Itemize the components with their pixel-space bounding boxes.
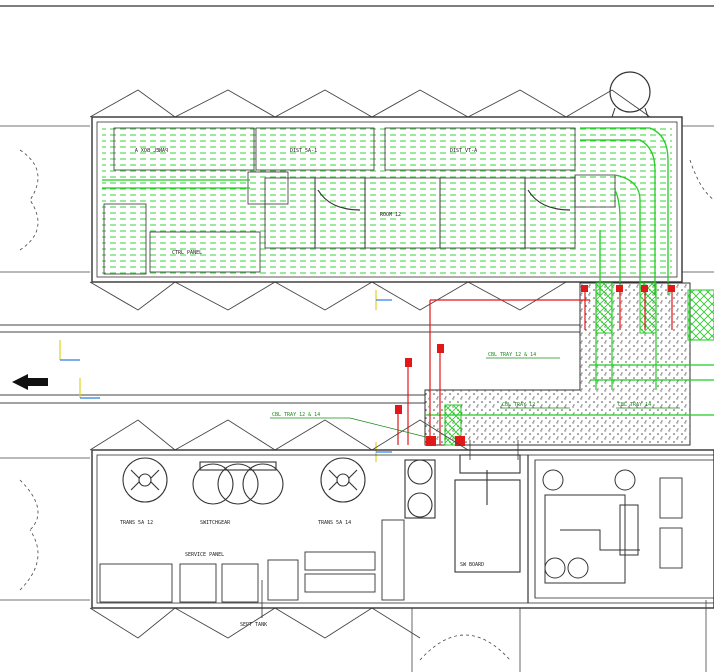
svg-text:TRANS 5A 14: TRANS 5A 14 — [318, 520, 351, 526]
svg-text:SEPT TANK: SEPT TANK — [240, 622, 267, 628]
svg-text:CBL TRAY 14: CBL TRAY 14 — [618, 402, 651, 408]
lower-room: TRANS 5A 12 SWITCHGEAR TRANS 5A 14 SERVI… — [89, 419, 714, 639]
svg-text:TRANS 5A 12: TRANS 5A 12 — [120, 520, 153, 526]
svg-text:CBL TRAY 12 & 14: CBL TRAY 12 & 14 — [272, 412, 320, 418]
bottom-leaders — [261, 440, 519, 618]
svg-text:PANEL BOX A: PANEL BOX A — [135, 148, 168, 154]
svg-text:SERVICE PANEL: SERVICE PANEL — [185, 552, 224, 558]
upper-room-center-label: ROOM 12 — [380, 212, 401, 218]
arrow-left-icon — [12, 374, 48, 390]
conduit-runs — [397, 290, 673, 445]
door-swing-upper-right — [682, 125, 714, 273]
conduit-markers — [395, 285, 675, 446]
svg-text:CTRL PANEL: CTRL PANEL — [172, 250, 202, 256]
svg-text:DIST VT-A: DIST VT-A — [450, 148, 477, 154]
upper-room: PANEL BOX A DIST 5A-1 DIST VT-A CTRL PAN… — [89, 71, 683, 311]
svg-text:CBL TRAY 12: CBL TRAY 12 — [502, 402, 535, 408]
svg-text:SWITCHGEAR: SWITCHGEAR — [200, 520, 231, 526]
door-swing-upper-left — [0, 125, 90, 273]
tank-dome-icon — [609, 71, 651, 118]
door-swing-lower — [0, 457, 707, 672]
corridor — [0, 324, 580, 404]
svg-text:DIST 5A-1: DIST 5A-1 — [290, 148, 317, 154]
svg-text:SW BOARD: SW BOARD — [460, 562, 484, 568]
ucs-axis-icon — [59, 290, 392, 462]
leader-annotations — [270, 357, 680, 439]
svg-text:CBL TRAY 12 & 14: CBL TRAY 12 & 14 — [488, 352, 536, 358]
cable-trench — [424, 282, 714, 446]
